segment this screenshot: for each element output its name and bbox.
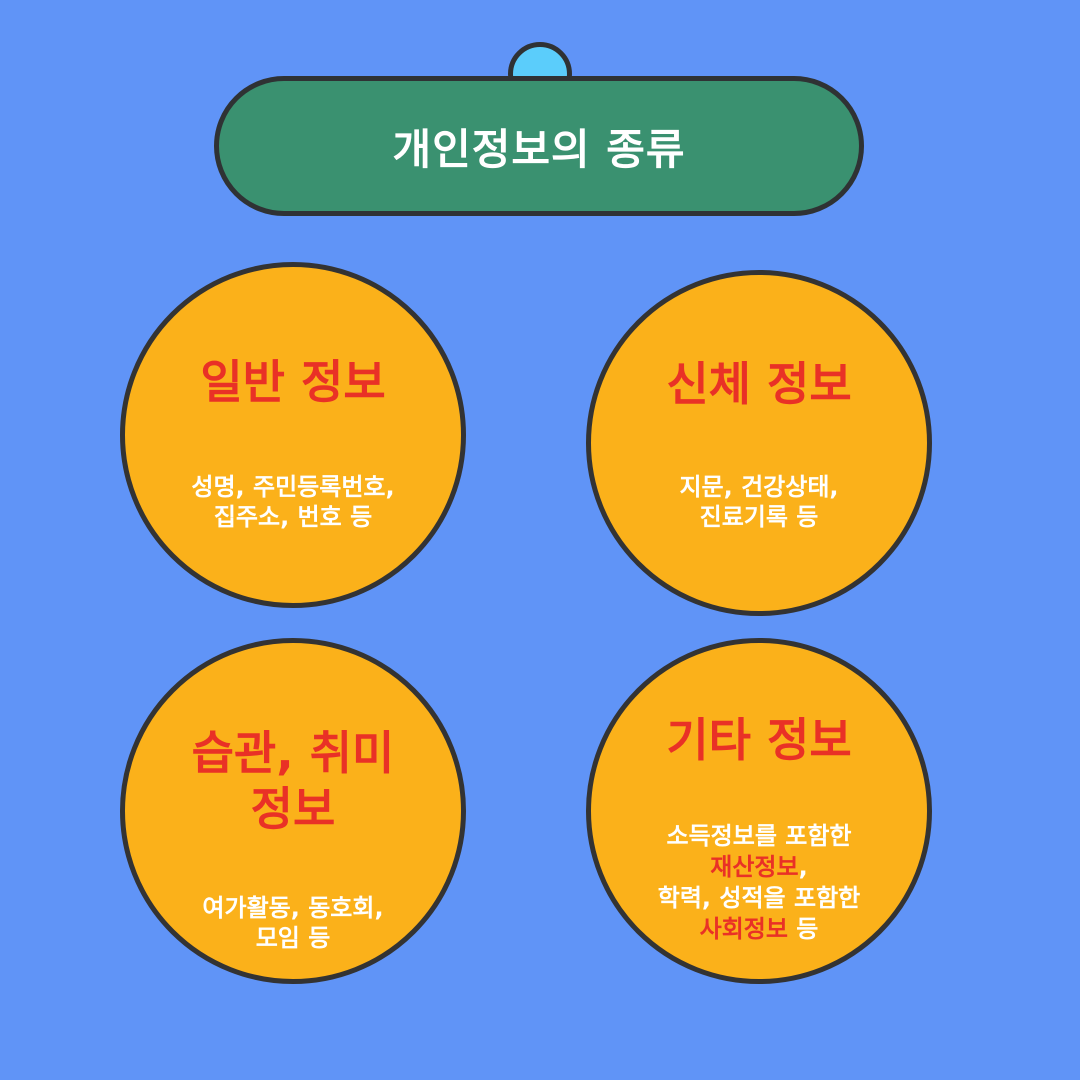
- description-line: 집주소, 번호 등: [213, 503, 373, 531]
- category-heading: 일반 정보: [200, 355, 386, 409]
- category-body-info: 신체 정보 지문, 건강상태, 진료기록 등: [586, 270, 932, 616]
- category-habit-hobby-info: 습관, 취미 정보 여가활동, 동호회, 모임 등: [120, 638, 466, 984]
- description-line: 학력, 성적을 포함한: [657, 884, 861, 912]
- description-line: 여가활동, 동호회,: [202, 894, 384, 922]
- category-other-info: 기타 정보 소득정보를 포함한 재산정보, 학력, 성적을 포함한 사회정보 등: [586, 638, 932, 984]
- category-heading: 신체 정보: [666, 357, 852, 411]
- category-heading: 기타 정보: [666, 713, 852, 767]
- description-line: 지문, 건강상태,: [679, 473, 839, 501]
- highlight-property-info: 재산정보: [710, 853, 799, 881]
- category-description: 지문, 건강상태, 진료기록 등: [591, 472, 927, 532]
- category-heading: 습관, 취미 정보: [125, 725, 461, 837]
- heading-line: 습관, 취미: [191, 726, 395, 780]
- heading-line: 정보: [250, 782, 336, 836]
- description-line: 재산정보,: [591, 852, 927, 883]
- highlight-social-info: 사회정보: [699, 915, 788, 943]
- category-description: 여가활동, 동호회, 모임 등: [125, 893, 461, 953]
- page-title: 개인정보의 종류: [392, 124, 686, 174]
- description-line: 진료기록 등: [699, 503, 819, 531]
- description-line: 모임 등: [255, 924, 331, 952]
- description-line: 성명, 주민등록번호,: [191, 473, 395, 501]
- title-banner: 개인정보의 종류: [214, 76, 864, 216]
- description-suffix: ,: [798, 853, 808, 881]
- category-description: 성명, 주민등록번호, 집주소, 번호 등: [125, 472, 461, 532]
- description-line: 소득정보를 포함한: [666, 822, 852, 850]
- description-suffix: 등: [787, 915, 819, 943]
- category-description: 소득정보를 포함한 재산정보, 학력, 성적을 포함한 사회정보 등: [591, 821, 927, 945]
- category-general-info: 일반 정보 성명, 주민등록번호, 집주소, 번호 등: [120, 262, 466, 608]
- description-line: 사회정보 등: [591, 914, 927, 945]
